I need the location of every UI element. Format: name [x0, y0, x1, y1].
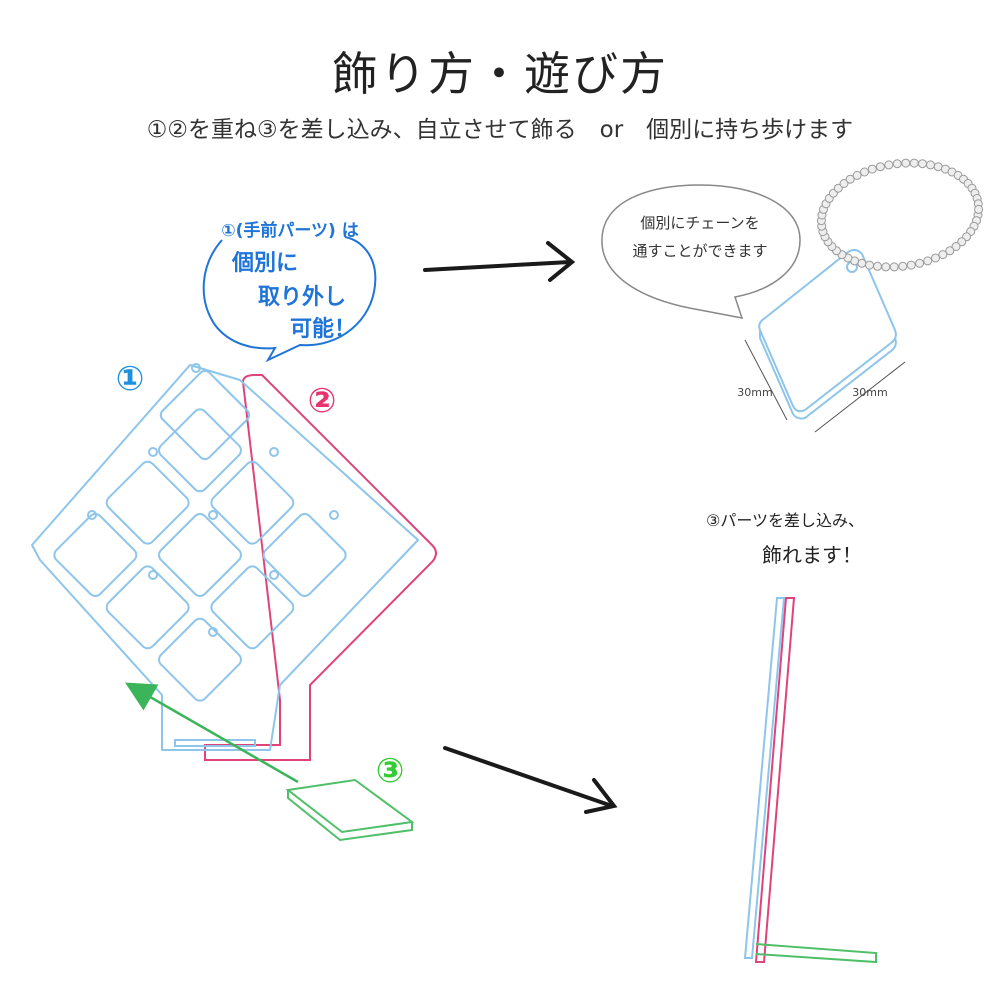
chain-bead — [865, 260, 874, 270]
removable-callout-bubble — [202, 236, 377, 363]
chain-bead — [884, 160, 894, 170]
chain-bead — [926, 160, 935, 170]
chain-bead — [833, 183, 843, 193]
chain-bead — [974, 204, 984, 214]
chain-callout-line1: 個別にチェーンを — [640, 214, 759, 232]
chain-bead — [923, 256, 933, 266]
dimension-height: 30mm — [737, 386, 772, 399]
chain-bead — [906, 260, 916, 270]
removable-callout-line3: 取り外し — [258, 284, 346, 310]
chain-bead — [881, 262, 891, 272]
ball-chain — [816, 158, 984, 272]
stand-caption-line1: ③パーツを差し込み、 — [706, 511, 864, 530]
stand-side-view — [743, 597, 877, 964]
chain-bead — [909, 158, 919, 168]
arrow-to-stand — [443, 746, 618, 814]
part2-label: ② — [308, 381, 337, 421]
chain-bead — [915, 258, 925, 268]
removable-callout-line1: ①(手前パーツ) は — [221, 220, 359, 241]
part1-label: ① — [116, 359, 145, 399]
dimension-width: 30mm — [852, 386, 887, 399]
insert-arrow — [124, 682, 299, 784]
dimension-lines — [744, 339, 906, 433]
removable-tile — [159, 369, 251, 461]
chain-bead — [892, 159, 902, 169]
chain-bead — [873, 261, 882, 271]
chain-bead — [957, 237, 967, 247]
part3-label: ③ — [376, 751, 405, 791]
chain-callout-bubble — [601, 184, 801, 319]
part2-back-plate — [204, 374, 437, 761]
chain-bead — [898, 261, 908, 271]
chain-bead — [845, 174, 855, 184]
removable-callout-line4: 可能！ — [290, 316, 356, 342]
part3-base — [285, 778, 415, 842]
stand-caption-line2: 飾れます！ — [762, 543, 862, 567]
chain-bead — [938, 250, 948, 260]
arrow-to-keychain — [423, 241, 576, 282]
chain-bead — [945, 246, 955, 256]
chain-bead — [918, 159, 927, 169]
removable-callout-line2: 個別に — [231, 251, 298, 276]
chain-bead — [951, 242, 961, 251]
page-subtitle: ①②を重ね③を差し込み、自立させて飾る or 個別に持ち歩けます — [146, 117, 854, 143]
chain-bead — [839, 179, 849, 188]
chain-bead — [931, 253, 940, 263]
chain-callout-line2: 通すことができます — [632, 242, 767, 260]
part1-front-plate — [31, 363, 419, 751]
chain-bead — [901, 158, 911, 168]
chain-bead — [875, 162, 885, 172]
chain-bead — [860, 167, 869, 177]
chain-bead — [867, 164, 877, 174]
chain-bead — [852, 170, 862, 180]
page-title: 飾り方・遊び方 — [332, 47, 668, 101]
chain-bead — [889, 262, 899, 272]
